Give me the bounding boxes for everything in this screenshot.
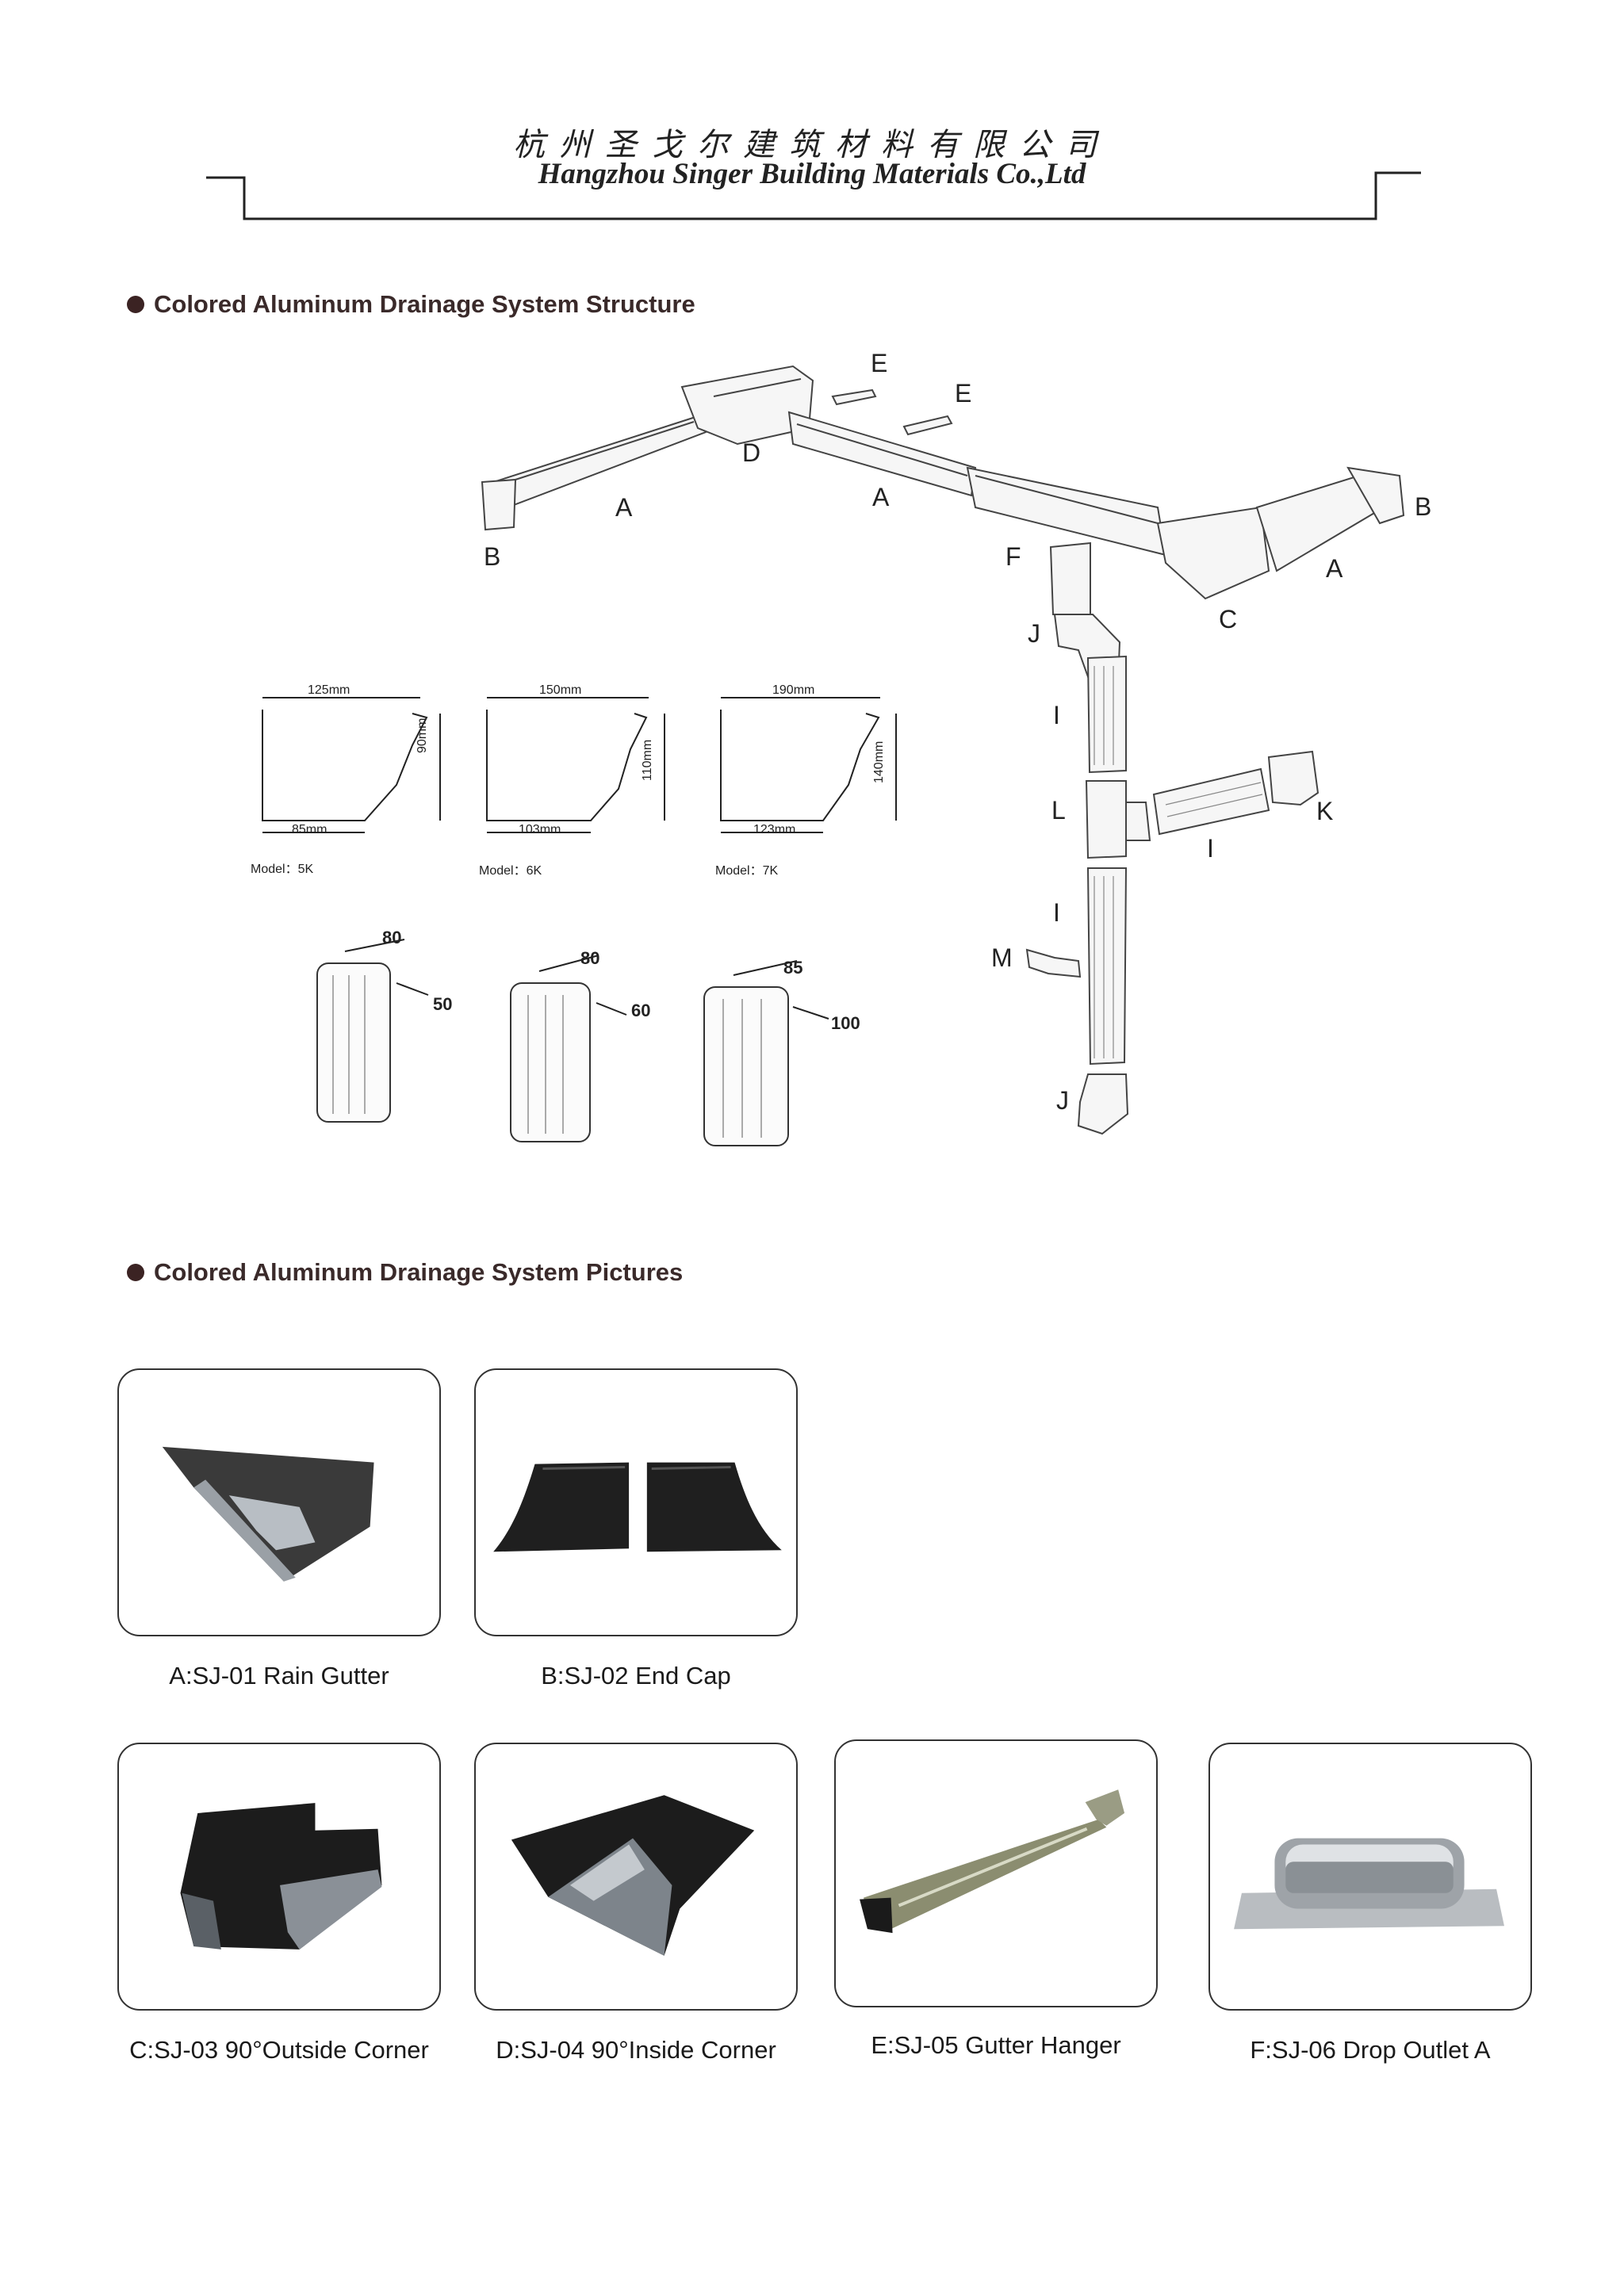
pipe-3-depth: 100 [831,1013,860,1033]
profile-6k-model: Model：6K [479,864,542,878]
caption-outside-corner: C:SJ-03 90°Outside Corner [129,2036,429,2064]
section-structure-title: Colored Aluminum Drainage System Structu… [154,290,695,318]
label-i-1: I [1053,701,1060,729]
product-rain-gutter[interactable] [117,1368,441,1636]
caption-rain-gutter: A:SJ-01 Rain Gutter [169,1662,389,1689]
label-a-left: A [615,493,633,522]
profile-6k-top-dim: 150mm [539,683,582,697]
label-b-right: B [1415,492,1432,521]
label-b-left: B [484,542,501,571]
pipe-2-width: 80 [580,948,600,968]
label-e-2: E [955,379,972,408]
label-a-right: A [1326,554,1343,583]
profile-5k-bottom-dim: 85mm [292,823,327,836]
product-inside-corner[interactable] [474,1743,798,2011]
label-k: K [1316,797,1334,825]
label-f: F [1005,542,1021,571]
section-structure-heading: Colored Aluminum Drainage System Structu… [127,290,695,319]
pipe-1-depth: 50 [433,994,453,1014]
bullet-icon [127,296,144,313]
product-gutter-hanger[interactable] [834,1739,1158,2007]
label-l: L [1051,796,1066,825]
profile-6k-bottom-dim: 103mm [519,823,561,836]
label-i-2: I [1207,834,1214,863]
profile-7k-height-dim: 140mm [872,740,886,783]
header-bracket-line [206,171,1421,220]
downpipe-drawings [316,939,829,1146]
profile-7k-top-dim: 190mm [772,683,815,697]
gutter-profile-drawings [262,697,897,833]
profile-6k-height-dim: 110mm [641,739,654,781]
product-end-cap[interactable] [474,1368,798,1636]
label-i-3: I [1053,898,1060,927]
drainage-system-diagram [481,365,1405,1135]
end-cap-image [493,1462,782,1552]
section-pictures-heading: Colored Aluminum Drainage System Picture… [127,1258,683,1287]
outside-corner-image [180,1803,382,1950]
pipe-2-depth: 60 [631,1001,651,1020]
caption-drop-outlet: F:SJ-06 Drop Outlet A [1250,2036,1491,2064]
label-m: M [991,943,1013,972]
caption-gutter-hanger: E:SJ-05 Gutter Hanger [871,2031,1121,2059]
label-c: C [1219,605,1238,633]
label-d: D [742,438,761,467]
pipe-3-width: 85 [783,958,803,978]
caption-inside-corner: D:SJ-04 90°Inside Corner [496,2036,776,2064]
product-outside-corner[interactable] [117,1743,441,2011]
profile-5k-model: Model：5K [251,863,314,876]
profile-7k-model: Model：7K [715,864,779,878]
caption-end-cap: B:SJ-02 End Cap [541,1662,731,1689]
company-name-english: Hangzhou Singer Building Materials Co.,L… [538,158,1086,190]
company-name-chinese: 杭州圣戈尔建筑材料有限公司 [513,127,1111,163]
profile-5k-height-dim: 90mm [416,718,429,753]
section-pictures-title: Colored Aluminum Drainage System Picture… [154,1258,684,1286]
pipe-1-width: 80 [382,928,402,947]
inside-corner-image [511,1795,755,1956]
bullet-icon [127,1264,144,1281]
profile-5k-top-dim: 125mm [308,683,350,697]
gutter-hanger-image [860,1789,1125,1934]
label-j-bottom: J [1056,1086,1069,1115]
label-j-top: J [1028,619,1040,648]
label-a-middle: A [872,483,890,511]
profile-7k-bottom-dim: 123mm [753,823,796,836]
product-drop-outlet[interactable] [1208,1743,1532,2011]
label-e-1: E [871,349,888,377]
drop-outlet-image [1234,1838,1504,1930]
rain-gutter-image [162,1446,374,1582]
